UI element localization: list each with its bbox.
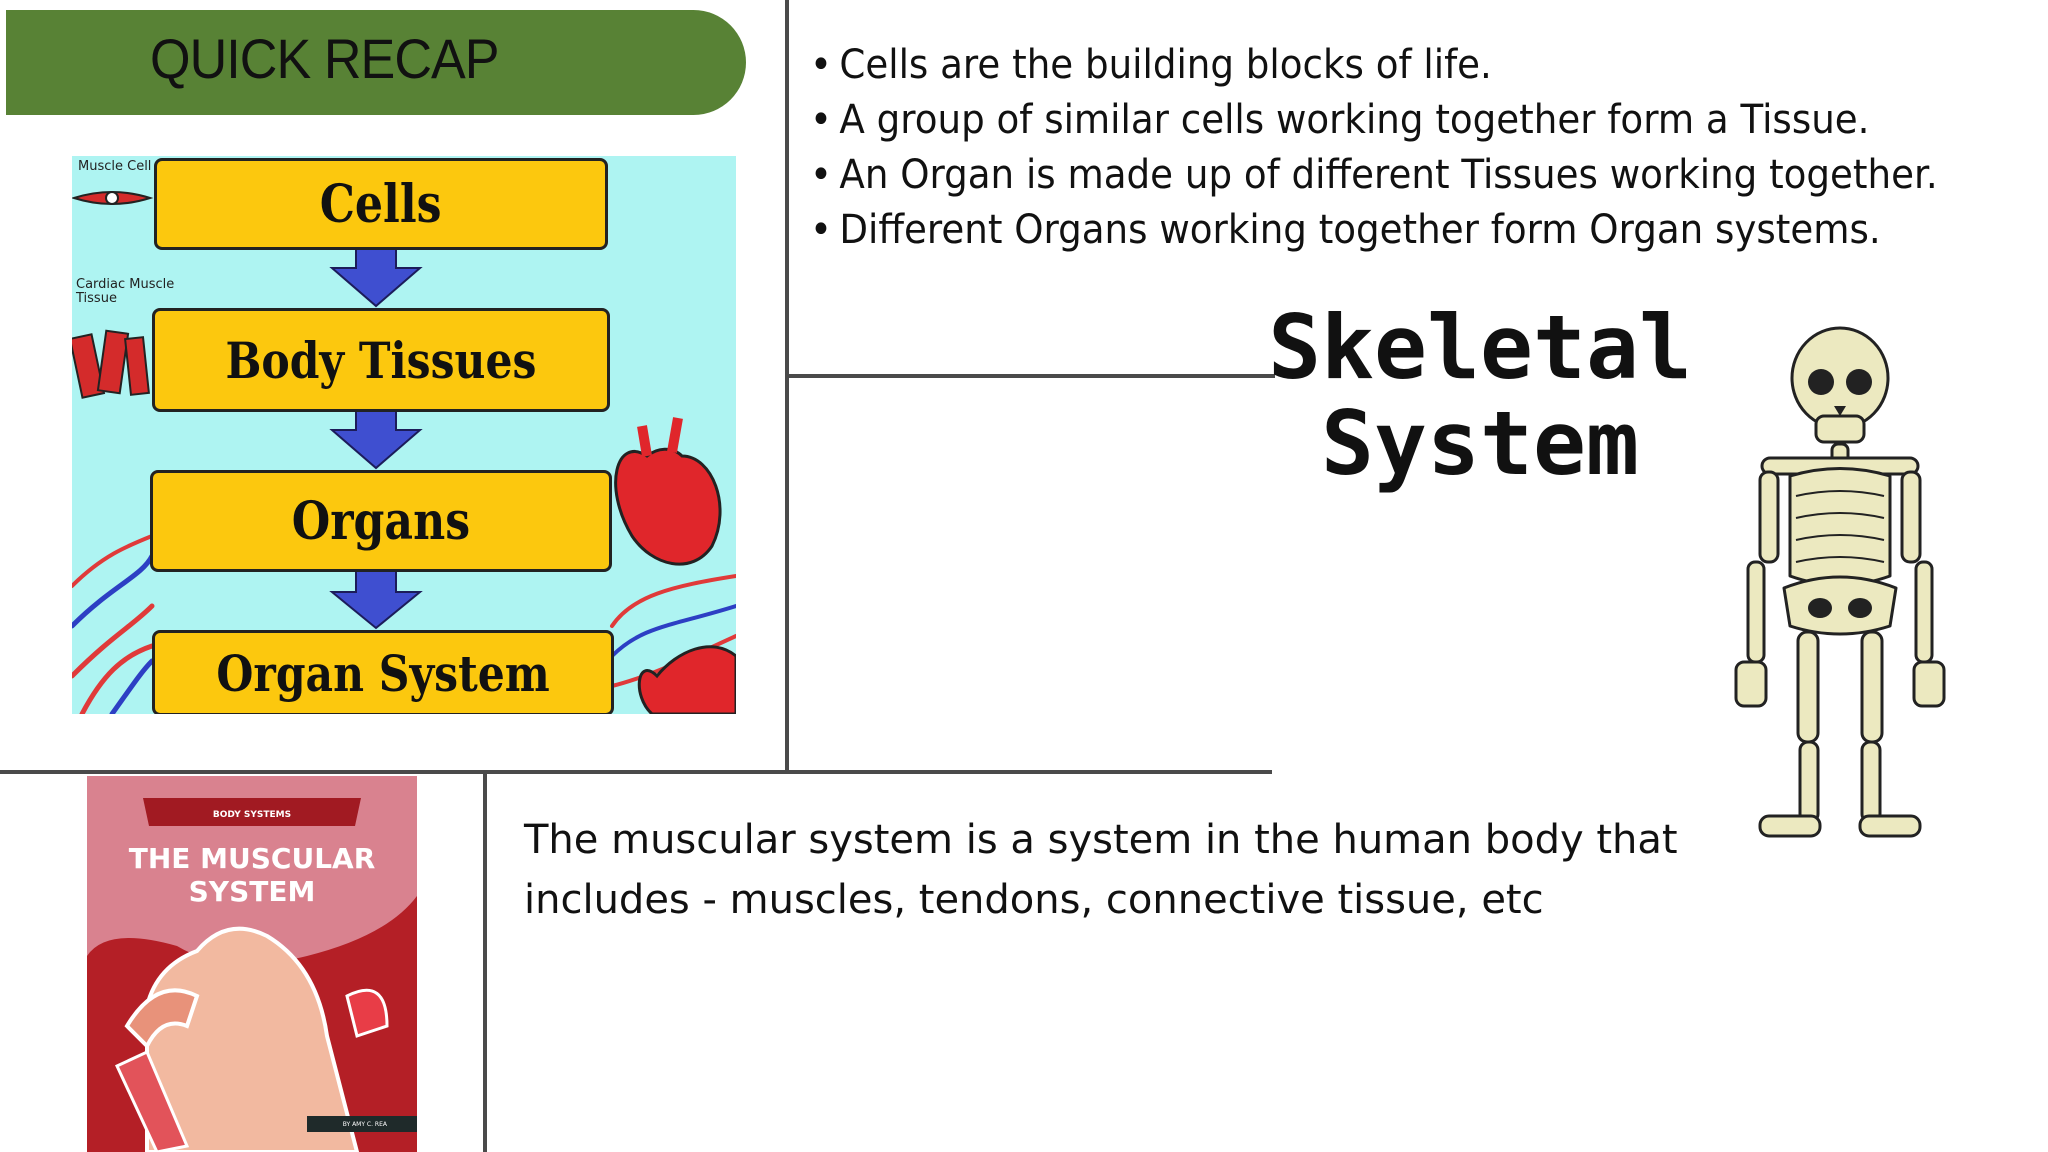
page-title: QUICK RECAP [150,27,500,90]
recap-bullet-list: Cells are the building blocks of life. A… [810,38,2023,258]
bottom-vertical-divider [483,772,487,1152]
muscular-system-book-cover: BODY SYSTEMS THE MUSCULAR SYSTEM BY AMY … [87,776,417,1152]
flowchart-artwork [72,191,736,714]
flow-box-organs: Organs [150,470,612,572]
flow-box-organ-system: Organ System [152,630,614,714]
heart-illustration [614,417,736,714]
vertical-divider [785,0,789,772]
cell-hierarchy-diagram: Muscle Cell Cardiac Muscle Tissue Cells … [72,156,736,714]
bullet-item: An Organ is made up of different Tissues… [810,148,1937,203]
book-author: BY AMY C. REA [342,1121,387,1128]
cardiac-tissue-label: Cardiac Muscle Tissue [76,277,175,306]
horizontal-divider [0,770,1272,774]
skeletal-title-line1: Skeletal [1268,296,1692,399]
skeletal-title-line2: System [1321,392,1639,495]
connector-line [785,374,1275,378]
cardiac-tissue-illustration [72,329,150,399]
header-banner [6,10,746,115]
bullet-item: Different Organs working together form O… [810,203,1938,258]
muscle-cell-illustration [72,191,154,205]
muscle-cell-label: Muscle Cell [78,159,152,174]
book-title: THE MUSCULAR SYSTEM [128,842,376,908]
book-cover-artwork [87,776,417,1152]
book-series-label: BODY SYSTEMS [212,810,292,820]
bullet-item: Cells are the building blocks of life. [810,38,1938,93]
skeleton-illustration [1734,326,1946,838]
muscular-system-description: The muscular system is a system in the h… [524,817,1678,923]
bullet-item: A group of similar cells working togethe… [810,93,1938,148]
flow-box-tissues: Body Tissues [152,308,610,412]
skeletal-system-title: Skeletal System [1260,300,1700,492]
flow-box-cells: Cells [154,158,608,250]
